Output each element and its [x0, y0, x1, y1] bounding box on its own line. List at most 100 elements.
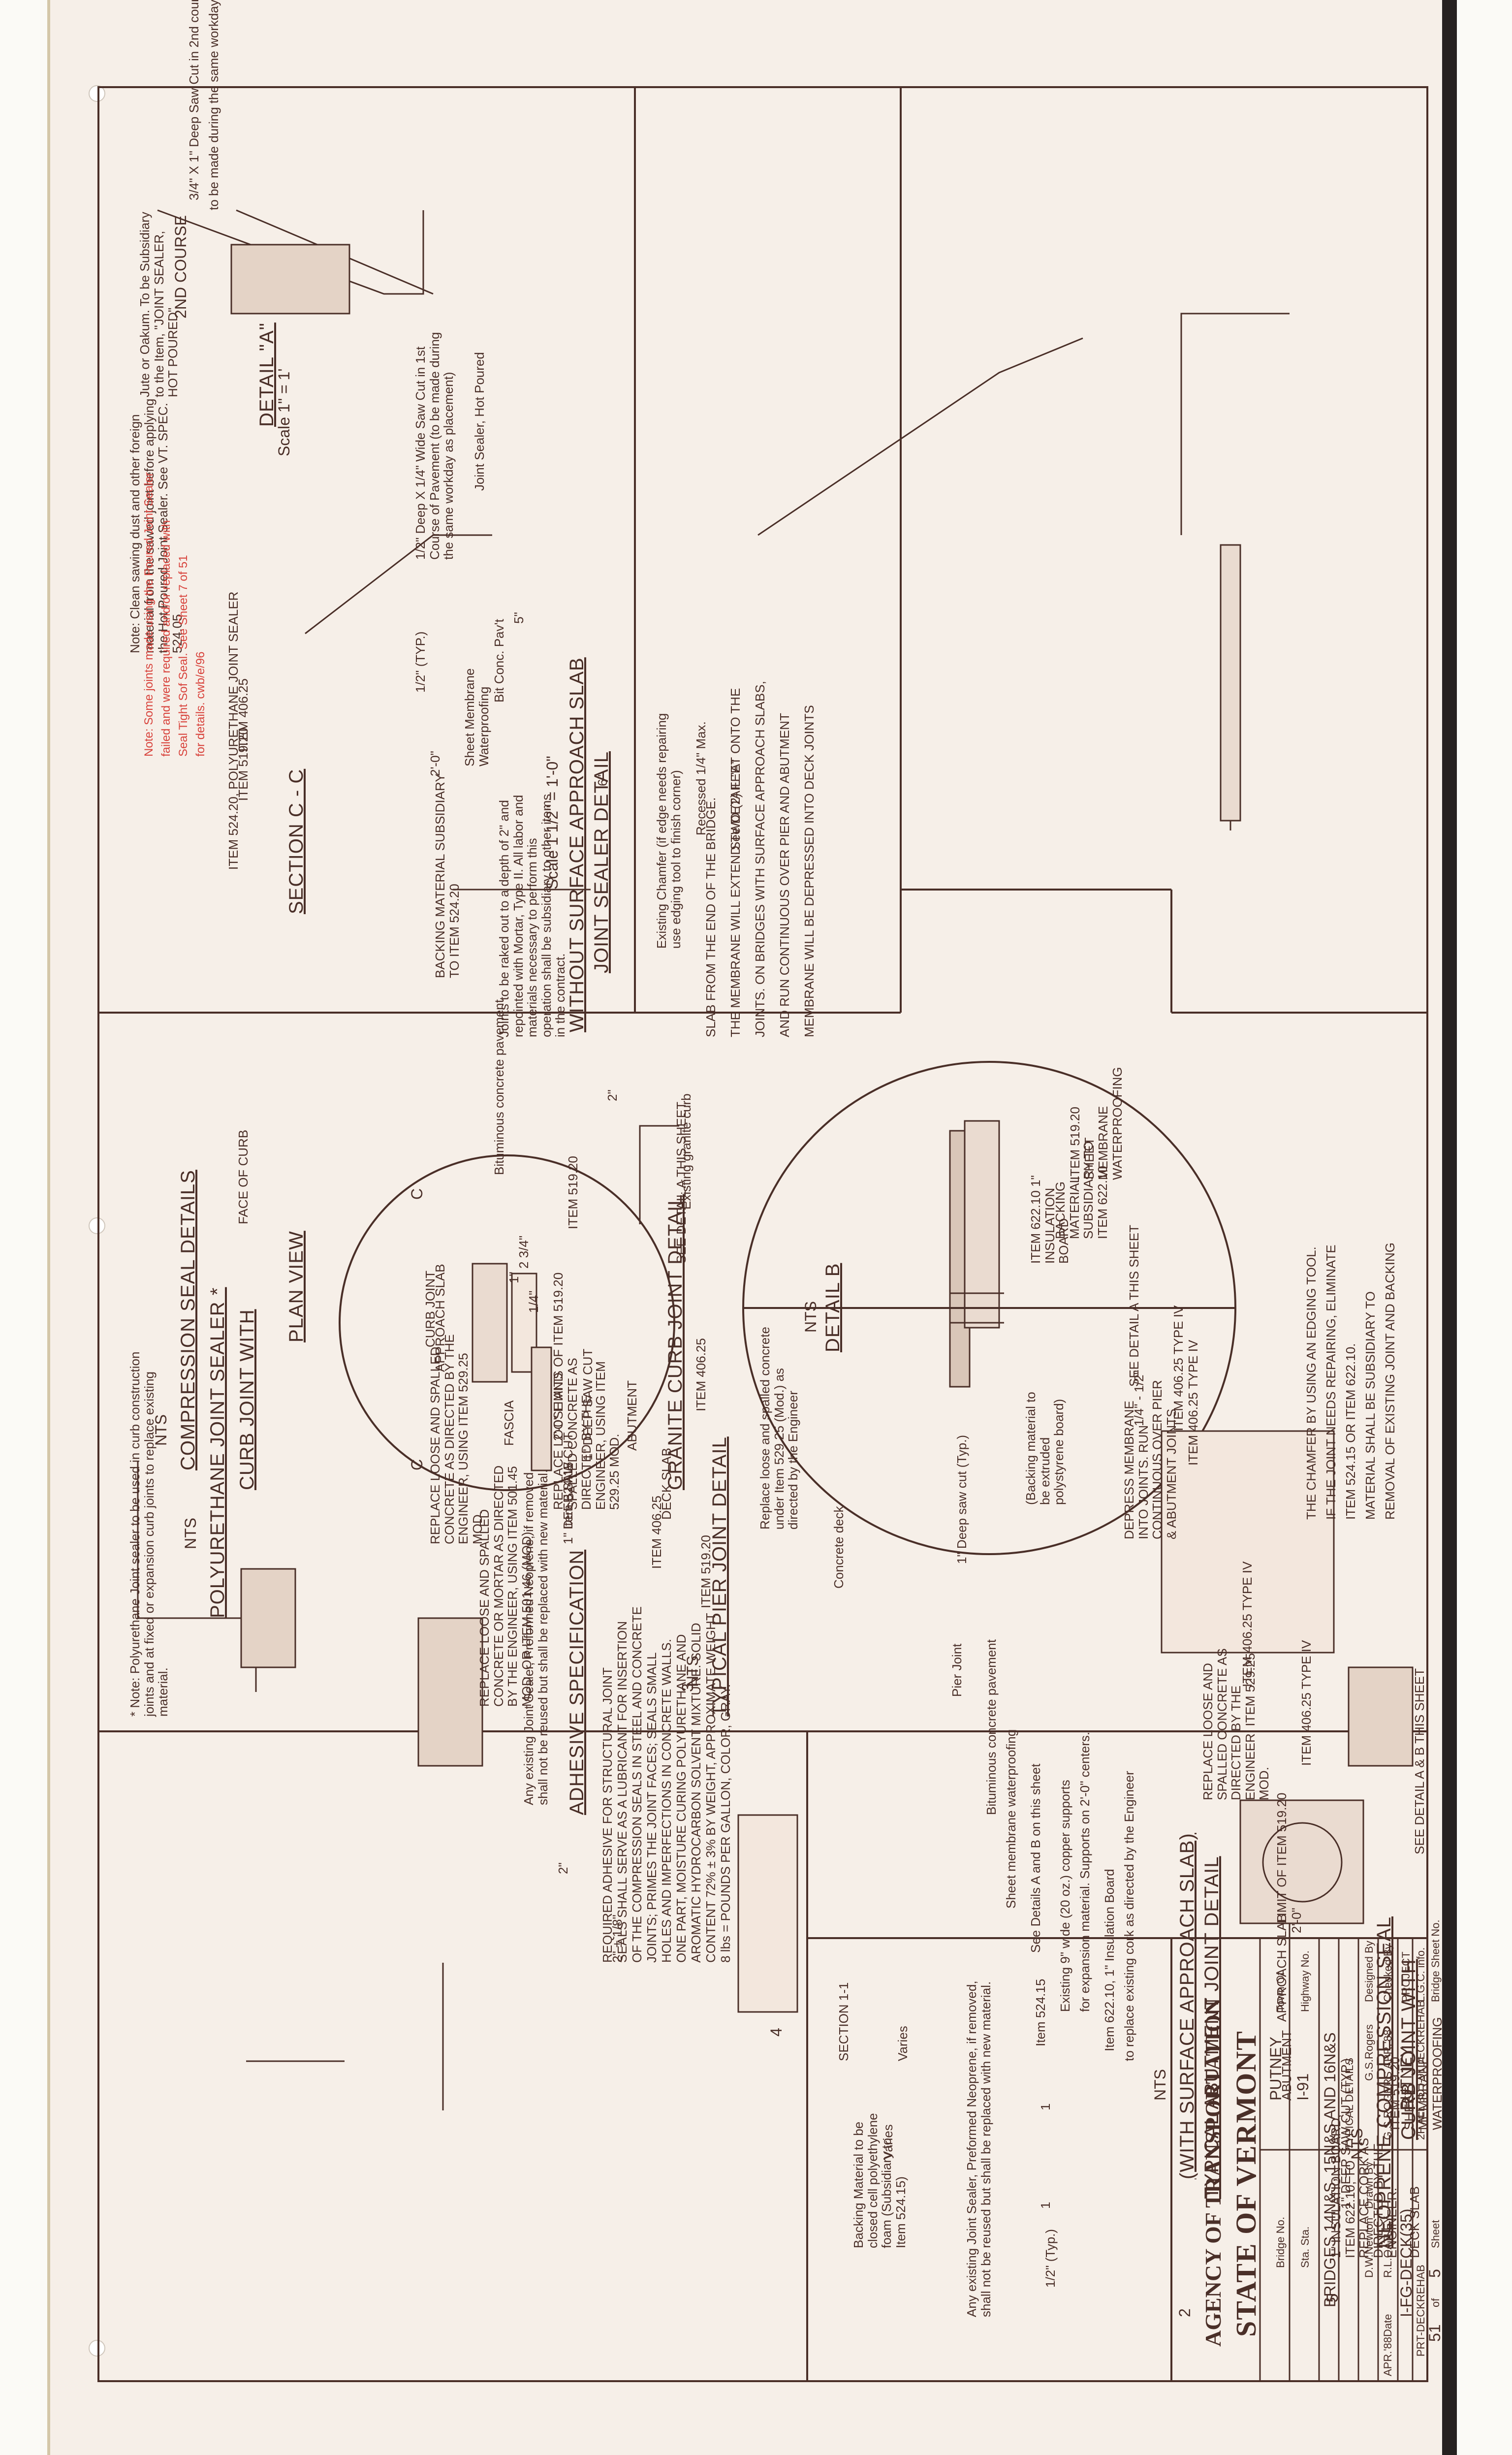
- pier-label-10: Pier Joint: [949, 1643, 964, 1697]
- detail-b-label-3: ITEM 622.10 1" INSULATION BOARD: [1028, 1175, 1071, 1264]
- detail-b-label-7: DEPRESS MEMBRANE INTO JOINTS. RUN CONTIN…: [1122, 1380, 1179, 1539]
- granite-label-0: Joints to be raked out to a depth of 2" …: [497, 794, 568, 1037]
- tb-date: APR.'88: [1382, 2336, 1394, 2376]
- neo-label-3: SECTION 1-1: [836, 1982, 851, 2061]
- membrane-note-5: SLAB FROM THE END OF THE BRIDGE.: [703, 797, 718, 1037]
- cs-label-0: ITEM 519.20: [566, 1156, 580, 1229]
- cc-label-3: ITEM 519.20: [236, 728, 251, 801]
- removal-note-5: THE CHAMFER BY USING AN EDGING TOOL.: [1304, 1246, 1319, 1520]
- tb-highway-label: Highway No.: [1299, 1950, 1311, 2012]
- pier-label-9: Concrete deck: [831, 1506, 846, 1589]
- adhesive-line-4: JOINTS; PRIMES THE JOINT FACES; SEALS SM…: [644, 1652, 659, 1963]
- cs-label-11: Item 524.15: [561, 1462, 575, 1530]
- pier-label-3: See Details A and B on this sheet: [1028, 1763, 1043, 1953]
- adhesive-line-5: HOLES AND IMPERFECTIONS IN CONCRETE WALL…: [659, 1639, 674, 1963]
- tb-drawn-label: Drawn By: [1363, 2162, 1375, 2209]
- curb-joint-poly-note: * Note: Polyurethane Joint sealer to be …: [127, 1351, 171, 1717]
- cs-label-12: 2 3/4": [516, 1235, 531, 1269]
- abut-label-4: 2'-0": [1289, 1908, 1304, 1933]
- detail-b-label-8: (Backing material to be extruded polysty…: [1023, 1392, 1067, 1505]
- adhesive-line-2: SEALS SHALL SERVE AS A LUBRICANT FOR INS…: [615, 1621, 630, 1963]
- neo-label-5: 1/2" (Typ.): [1043, 2229, 1058, 2288]
- detail-b-label-5: ITEM 406.25 TYPE IV: [1186, 1339, 1200, 1466]
- circle-number-2: 2: [1176, 2308, 1194, 2317]
- tb-project-label: PROJECT: [1400, 1951, 1412, 2002]
- neo-label-0: Item 524.15: [1033, 1978, 1048, 2046]
- cs-label-9: ITEM 406.25: [649, 1496, 664, 1569]
- tb-file: 2F ALL 3D I-91DECKREHAB: [1415, 2000, 1427, 2140]
- abut-label-0: SEE DETAIL A & B THIS SHEET: [1412, 1668, 1427, 1854]
- detail-a-note-6: 1/2" Deep X 1/4" Wide Saw Cut in 1st Cou…: [413, 332, 456, 560]
- pier-label-1: Bituminous concrete pavement: [984, 1639, 999, 1815]
- tb-designed-label: Designed By: [1363, 1941, 1375, 2002]
- detail-a-note-3: to be made during the same workday as pl…: [206, 0, 221, 210]
- neo-label-7: 1: [1038, 2201, 1053, 2209]
- detail-a-note-2: Joint Sealer, Hot Poured: [472, 352, 487, 491]
- cs-label-2: ITEM 406.25: [693, 1338, 708, 1411]
- detail-a-scale: Scale 1" = 1': [275, 368, 293, 456]
- pier-label-5: for expansion material. Supports on 2'-0…: [1077, 1731, 1092, 2012]
- tb-supervisor: R.L.OATLEY: [1382, 2216, 1394, 2278]
- removal-note-4: IF THE JOINT NEEDS REPAIRING, ELIMINATE: [1323, 1244, 1338, 1520]
- red-note-1: Note: Some joints made using the Poured …: [142, 472, 156, 757]
- tb-highway: I-91: [1294, 2073, 1312, 2101]
- granite-label-1: Bituminous concrete pavement: [492, 999, 506, 1175]
- plan-label-face-of-curb: FACE OF CURB: [236, 1129, 251, 1224]
- adhesive-note: Any existing Joint Sealer, Preformed Neo…: [521, 1468, 550, 1805]
- adhesive-line-9: 8 lbs = POUNDS PER GALLON, COLOR, GRAY.: [718, 1684, 733, 1963]
- cs-label-10: ITEM 519.20: [698, 1535, 713, 1608]
- tb-of: of: [1429, 2298, 1442, 2307]
- js-label-6: 5": [511, 612, 526, 624]
- neo-label-6: 1: [1038, 2103, 1053, 2110]
- tb-project-no: I-FG-DECK(35): [1397, 2208, 1415, 2317]
- title-agency: AGENCY OF TRANSPORTATION: [1200, 1998, 1226, 2347]
- abut-label-5: LIMIT OF ITEM 519.20: [1274, 1792, 1289, 1923]
- js-label-4: Sheet Membrane Waterproofing: [462, 668, 491, 766]
- detail-a-cleaning-note: Note: Clean sawing dust and other foreig…: [127, 398, 185, 653]
- plan-label-fascia: FASCIA: [502, 1400, 516, 1446]
- tb-checked-label: Checked By: [1382, 1944, 1394, 2002]
- curb-joint-poly-title: CURB JOINT WITH: [236, 1309, 258, 1490]
- section-cc-title: SECTION C - C: [285, 768, 307, 914]
- membrane-note-4: THE MEMBRANE WILL EXTEND TWO (2) FEET ON…: [728, 688, 743, 1037]
- pier-label-2: Sheet membrane waterproofing: [1004, 1729, 1018, 1909]
- red-note-3: Seal Tight Sof Seal. See Sheet 7 of 51: [177, 555, 190, 757]
- tb-sta-label: Sta. Sta.: [1299, 2226, 1311, 2268]
- membrane-note-1: MEMBRANE WILL BE DEPRESSED INTO DECK JOI…: [802, 705, 817, 1037]
- tb-designed: G.S.Rogers: [1363, 2024, 1375, 2081]
- pier-label-7: to replace existing cork as directed by …: [1122, 1771, 1136, 2061]
- removal-note-1: REMOVAL OF EXISTING JOINT AND BACKING: [1383, 1243, 1397, 1520]
- cs-label-14: 1": [506, 1272, 521, 1283]
- granite-label-3: 2": [605, 1089, 620, 1101]
- detail-a-note-1: 3/4" X 1" Deep Saw Cut in 2nd course of …: [187, 0, 201, 200]
- tb-drawn: D.W.Newton: [1363, 2217, 1375, 2278]
- curb-joint-poly-title2: POLYURETHANE JOINT SEALER *: [207, 1287, 228, 1618]
- compression-seal-nts: NTS: [152, 1414, 170, 1446]
- removal-note-3: ITEM 524.15 OR ITEM 622.10.: [1343, 1343, 1358, 1520]
- detail-a-note-5: Jute or Oakum. To be Subsidiary to the I…: [137, 212, 181, 397]
- membrane-note-2: AND RUN CONTINUOUS OVER PIER AND ABUTMEN…: [777, 713, 792, 1037]
- adhesive-dim-1: 2": [556, 1862, 570, 1874]
- cc-label-1: 1/2" (TYP.): [413, 631, 428, 693]
- compression-seal-title: COMPRESSION SEAL DETAILS: [177, 1170, 199, 1470]
- detail-b-nts: NTS: [802, 1301, 819, 1333]
- curb-joint-poly-nts: NTS: [182, 1518, 199, 1549]
- adhesive-dim-2: 2" ± 1/8": [610, 1914, 625, 1963]
- tb-sheet-label: Sheet: [1429, 2220, 1442, 2249]
- cs-label-1: SEE DETAIL A THIS SHEET: [674, 1102, 689, 1264]
- cs-label-4: APPROACH SLAB: [433, 1264, 447, 1372]
- tb-town: PUTNEY: [1267, 2037, 1285, 2101]
- cs-label-13: 1/4": [526, 1290, 541, 1313]
- cs-label-5: ABUTMENT: [625, 1380, 639, 1451]
- adhesive-line-3: OF THE COMPRESSION SEALS IN STEEL AND CO…: [630, 1606, 644, 1963]
- pier-label-6: Item 622.10, 1" Insulation Board: [1102, 1869, 1117, 2051]
- plan-view-title: PLAN VIEW: [285, 1231, 307, 1342]
- red-note-4: for details. cwb/e/96: [194, 651, 207, 757]
- tb-date-label: Date: [1382, 2314, 1394, 2337]
- title-state: STATE OF VERMONT: [1230, 2030, 1262, 2337]
- joint-sealer-subtitle: WITHOUT SURFACE APPROACH SLAB: [566, 657, 588, 1032]
- js-label-3: Bit Conc. Pav't: [492, 619, 506, 702]
- detail-b-label-1: SEE DETAIL A THIS SHEET: [1127, 1225, 1141, 1387]
- tb-total: 51: [1426, 2324, 1444, 2342]
- neo-label-1: Varies: [895, 2026, 910, 2061]
